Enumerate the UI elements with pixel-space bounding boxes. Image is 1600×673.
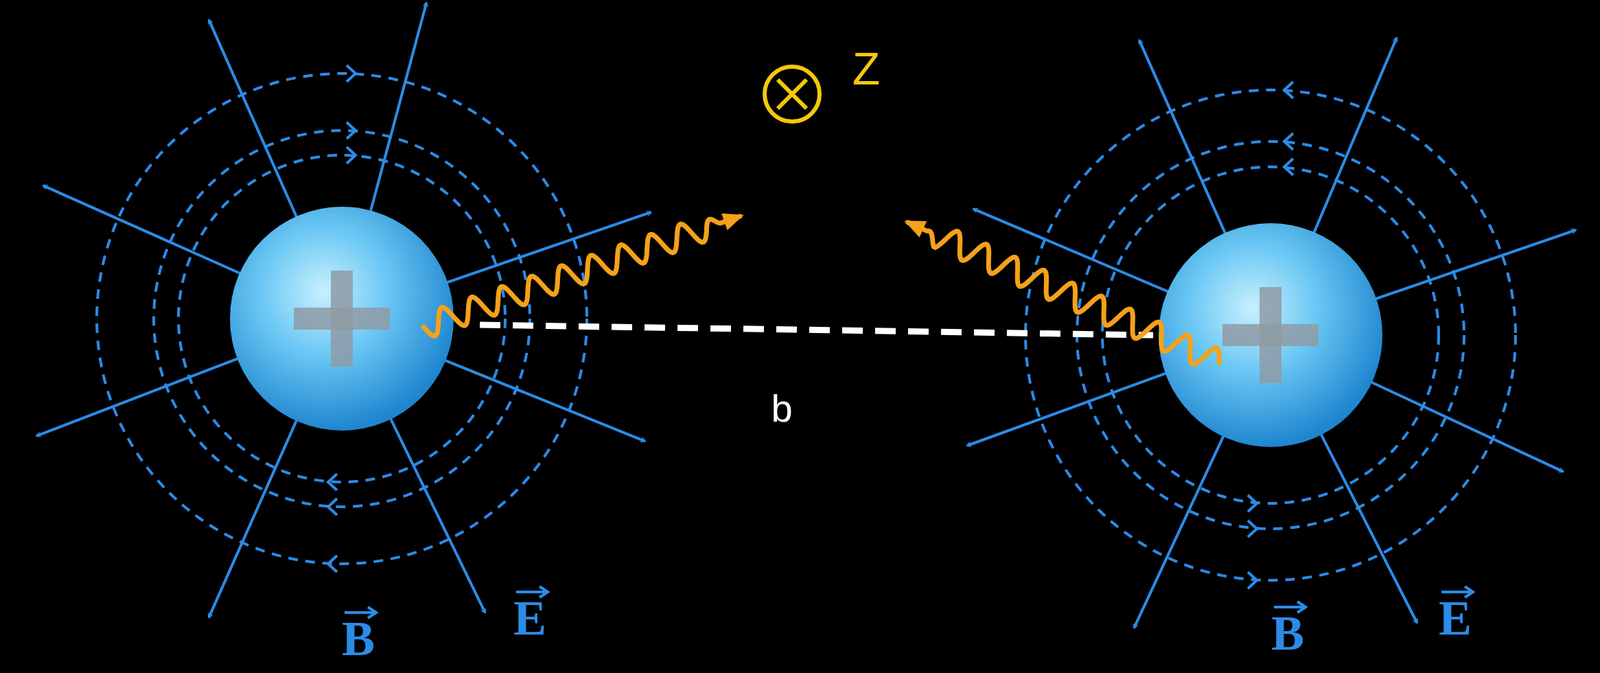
magnetic-field-arrow [328,498,338,515]
magnetic-field-arrow [1284,81,1294,99]
magnetic-field-circle [96,73,587,564]
plus-sign [330,270,353,367]
magnetic-field-label: B [1271,608,1305,658]
nuclei [229,206,1383,447]
magnetic-field-circle [153,130,530,507]
photon-arrowhead [721,213,745,231]
magnetic-field-arrow [1247,520,1257,537]
magnetic-field-circle [1025,89,1516,581]
magnetic-field-arrow [1247,571,1257,589]
plus-sign [1259,286,1282,384]
magnetic-field-arrow [328,473,338,491]
impact-parameter-line [479,324,1154,335]
magnetic-field-label: B [341,613,375,664]
electric-field-label: E [1438,593,1472,643]
field-lines [37,2,1576,628]
magnetic-field-arrow [1284,133,1294,150]
magnetic-field-arrow [346,65,356,82]
photon-arrowhead [904,221,928,238]
nucleus-sphere [229,206,454,431]
z-axis-symbol [764,66,820,122]
magnetic-field-arrow [346,122,356,139]
impact-parameter-label: b [770,389,793,428]
magnetic-field-arrow [1284,158,1294,176]
magnetic-field-arrow [1247,494,1257,512]
photon-wave [908,222,1220,364]
axis-label: Z [852,45,880,92]
electric-field-label: E [513,593,547,643]
nucleus-sphere [1158,223,1383,447]
magnetic-field-arrow [328,555,338,572]
photon-wave [423,216,740,336]
magnetic-field-arrow [346,146,356,164]
photons [423,213,1220,365]
